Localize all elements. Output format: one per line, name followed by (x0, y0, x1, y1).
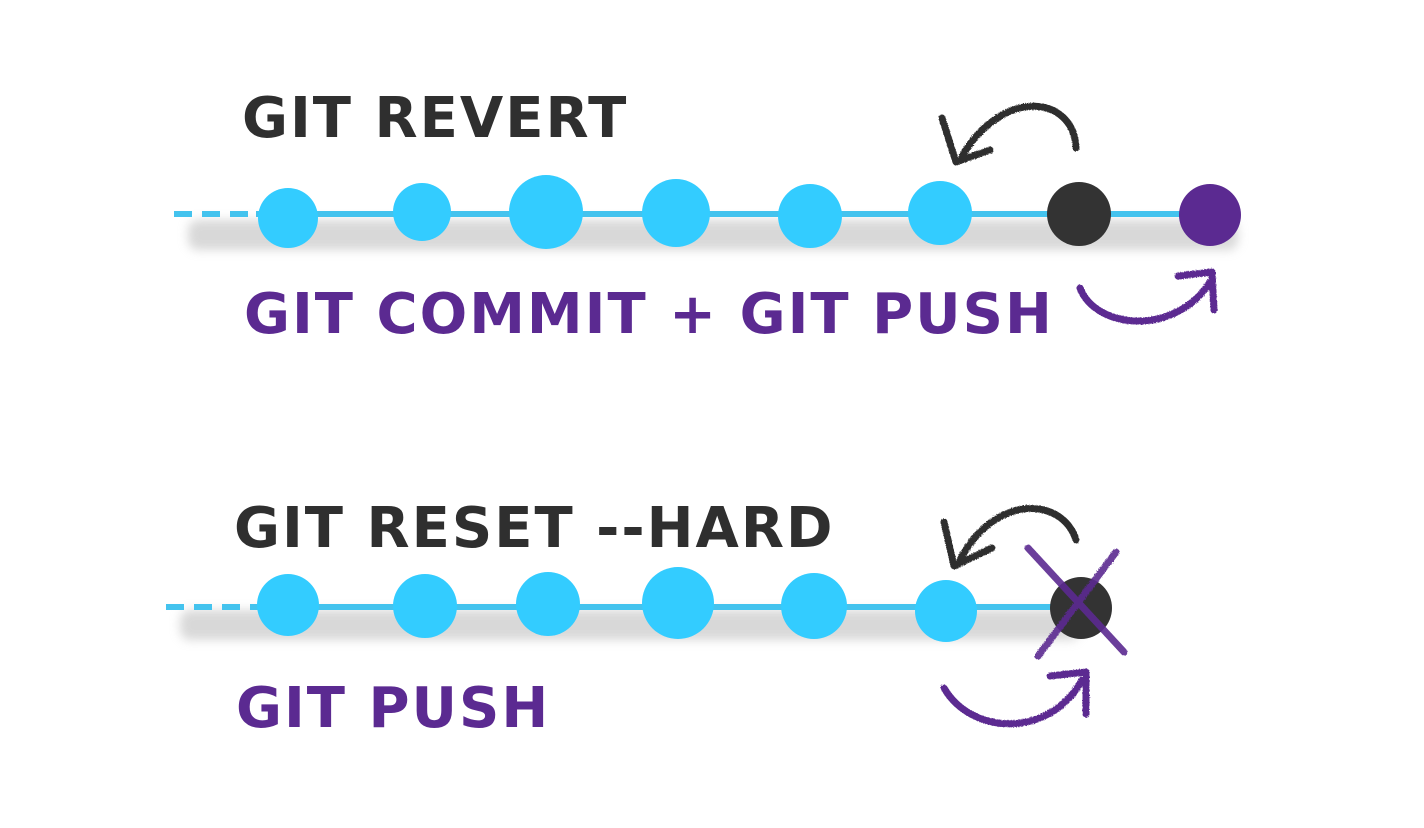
cross-out-icon (1024, 544, 1128, 660)
curved-arrow-back-icon (940, 505, 1080, 570)
revert-new-commit (1179, 184, 1241, 246)
revert-title: Git Revert (242, 86, 629, 151)
reset-commit-4 (642, 567, 714, 639)
revert-commit-6 (908, 181, 972, 245)
revert-commit-1 (258, 188, 318, 248)
revert-head-commit (1047, 182, 1111, 246)
revert-timeline-shadow (188, 220, 1238, 250)
revert-commit-2 (393, 183, 451, 241)
reset-commits (257, 567, 1112, 642)
revert-commits (258, 175, 1241, 249)
revert-caption: Git Commit + Git Push (244, 282, 1054, 347)
reset-commit-3 (516, 572, 580, 636)
reset-commit-6 (915, 580, 977, 642)
reset-caption: Git Push (236, 676, 551, 741)
reset-commit-1 (257, 574, 319, 636)
curved-arrow-back-icon (938, 102, 1080, 166)
curved-arrow-forward-icon (1076, 268, 1218, 325)
revert-commit-5 (778, 184, 842, 248)
reset-commit-5 (781, 573, 847, 639)
revert-commit-3 (509, 175, 583, 249)
revert-commit-4 (642, 179, 710, 247)
curved-arrow-forward-icon (940, 668, 1090, 728)
reset-title: Git Reset --hard (234, 496, 835, 561)
reset-commit-2 (393, 574, 457, 638)
